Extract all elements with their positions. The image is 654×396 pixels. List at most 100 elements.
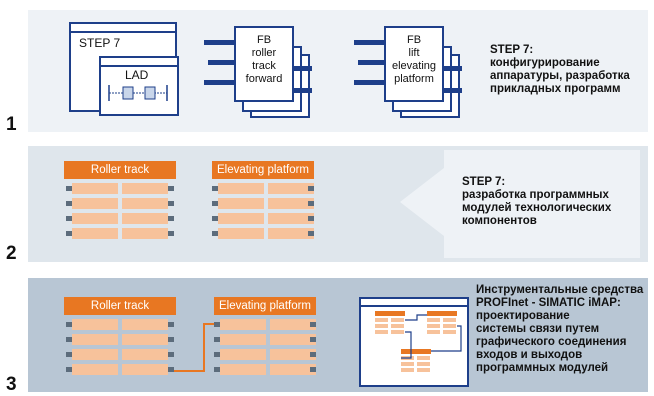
io-stub <box>168 201 174 206</box>
io-stub <box>66 337 72 342</box>
ladder-diagram-icon <box>108 85 168 101</box>
fb-output-pin <box>292 88 312 93</box>
window-titlebar <box>71 24 175 33</box>
io-cell <box>268 228 314 239</box>
io-cell <box>270 364 316 375</box>
io-cell <box>72 183 118 194</box>
component-roller-track: Roller track <box>64 297 176 379</box>
fb-input-pin <box>354 40 384 45</box>
io-stub <box>214 352 220 357</box>
io-stub <box>214 337 220 342</box>
io-stub <box>310 337 316 342</box>
io-stub <box>212 231 218 236</box>
io-cell <box>270 334 316 345</box>
io-stub <box>168 216 174 221</box>
description-line: STEP 7: <box>490 44 534 56</box>
io-cell <box>268 213 314 224</box>
io-stub <box>214 322 220 327</box>
io-cell <box>122 334 168 345</box>
fb-input-pin <box>204 40 234 45</box>
io-cell <box>218 183 264 194</box>
fb-line-2: roller <box>251 47 277 59</box>
description-line: разработка программных <box>462 189 609 201</box>
io-stub <box>310 352 316 357</box>
io-stub <box>66 231 72 236</box>
fb-output-pin <box>442 88 462 93</box>
io-stub <box>310 367 316 372</box>
description-line: конфигурирование <box>490 57 600 69</box>
fb-input-pin <box>204 80 234 85</box>
imap-canvas-icon <box>375 311 462 372</box>
io-cell <box>122 213 168 224</box>
io-stub <box>168 186 174 191</box>
step2-description: STEP 7: разработка программных модулей т… <box>462 176 611 228</box>
io-stub <box>308 231 314 236</box>
io-cell <box>122 183 168 194</box>
io-cell <box>72 213 118 224</box>
fb-line-1: FB <box>256 34 272 46</box>
step2-number: 2 <box>6 243 17 264</box>
description-line: Инструментальные средства <box>476 284 644 296</box>
fb-line-3: elevating <box>391 60 437 72</box>
fb-input-pin <box>358 60 384 65</box>
fb-line-2: lift <box>408 47 420 59</box>
io-stub <box>308 216 314 221</box>
io-cell <box>72 334 118 345</box>
io-cell <box>122 319 168 330</box>
io-cell <box>72 364 118 375</box>
step3-number: 3 <box>6 374 17 395</box>
io-stub <box>214 367 220 372</box>
fb-block: FB lift elevating platform <box>384 26 444 102</box>
description-line: модулей технологических <box>462 202 612 214</box>
io-stub <box>66 201 72 206</box>
description-line: прикладных программ <box>490 83 621 95</box>
lad-window-title: LAD <box>125 68 149 82</box>
io-cell <box>268 183 314 194</box>
description-line: PROFInet - SIMATIC iMAP: <box>476 297 621 309</box>
fb-input-pin <box>354 80 384 85</box>
fb-output-pin <box>442 66 462 71</box>
step1-description: STEP 7: конфигурирование аппаратуры, раз… <box>490 44 630 96</box>
io-stub <box>168 352 174 357</box>
window-titlebar <box>361 299 467 307</box>
fb-block: FB roller track forward <box>234 26 294 102</box>
fb-output-pin <box>292 66 312 71</box>
io-stub <box>168 367 174 372</box>
io-cell <box>72 349 118 360</box>
description-line: входов и выходов <box>476 349 583 361</box>
step3-description: Инструментальные средства PROFInet - SIM… <box>476 284 643 375</box>
io-stub <box>66 322 72 327</box>
description-line: STEP 7: <box>462 176 506 188</box>
io-cell <box>218 198 264 209</box>
io-cell <box>122 228 168 239</box>
io-stub <box>308 201 314 206</box>
component-elevating-platform: Elevating platform <box>214 297 316 379</box>
io-stub <box>66 186 72 191</box>
io-stub <box>308 186 314 191</box>
io-cell <box>220 334 266 345</box>
io-cell <box>270 319 316 330</box>
description-line: компонентов <box>462 215 537 227</box>
io-stub <box>66 216 72 221</box>
io-stub <box>66 367 72 372</box>
component-header: Elevating platform <box>212 161 314 179</box>
io-cell <box>122 364 168 375</box>
fb-line-3: track <box>252 60 276 72</box>
description-line: проектирование <box>476 310 570 322</box>
big-left-arrow-icon <box>400 150 640 258</box>
io-stub <box>168 337 174 342</box>
description-line: программных модулей <box>476 362 609 374</box>
io-stub <box>212 201 218 206</box>
io-stub <box>168 231 174 236</box>
io-cell <box>72 228 118 239</box>
window-titlebar <box>101 58 177 67</box>
io-cell <box>218 213 264 224</box>
component-roller-track: Roller track <box>64 161 176 243</box>
fb-line-4: platform <box>394 73 434 85</box>
imap-window <box>359 297 469 387</box>
io-cell <box>268 198 314 209</box>
io-cell <box>220 319 266 330</box>
fb-line-4: forward <box>245 73 283 85</box>
connection-line <box>174 323 216 372</box>
io-cell <box>122 198 168 209</box>
